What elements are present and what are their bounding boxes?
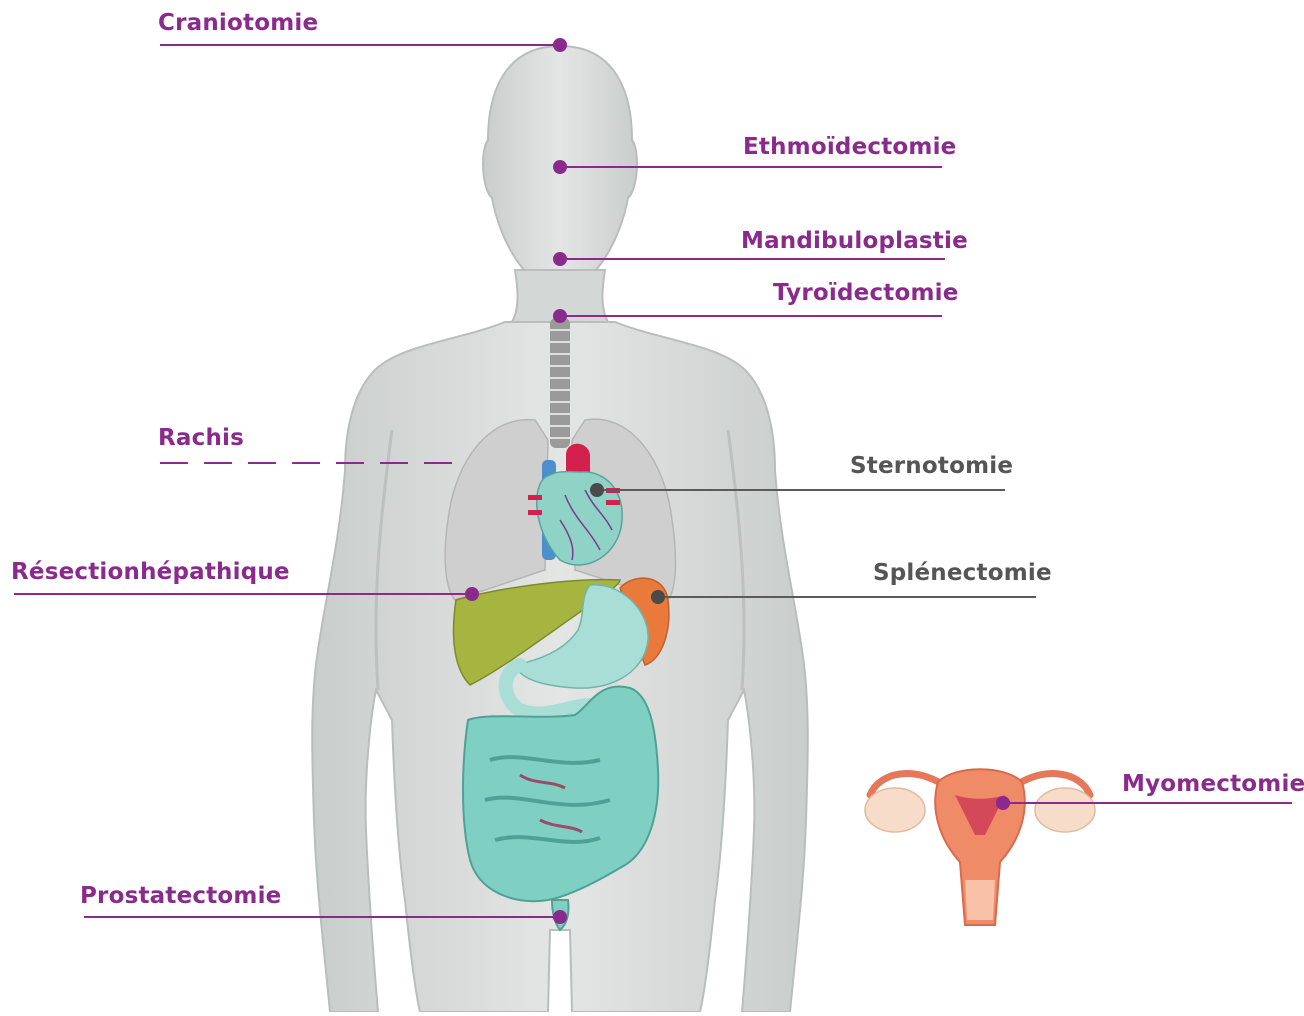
- label-sternotomie: Sternotomie: [850, 455, 1013, 478]
- label-rachis: Rachis: [158, 427, 244, 450]
- ethmoidectomie-marker: [553, 160, 567, 174]
- uterus-illustration: [865, 769, 1095, 925]
- craniotomie-marker: [553, 38, 567, 52]
- label-craniotomie: Craniotomie: [158, 12, 318, 35]
- left-ovary: [865, 788, 925, 832]
- sternotomie-marker: [590, 483, 604, 497]
- label-ethmoidectomie: Ethmoïdectomie: [743, 136, 956, 159]
- cervix: [965, 880, 995, 920]
- label-resection-hepatique: Résectionhépathique: [11, 561, 290, 584]
- tyroidectomie-marker: [553, 309, 567, 323]
- label-splenectomie: Splénectomie: [873, 562, 1052, 585]
- trachea: [550, 318, 570, 448]
- right-ovary: [1035, 788, 1095, 832]
- myomectomie-marker: [996, 796, 1010, 810]
- resection-hepatique-marker: [465, 587, 479, 601]
- label-myomectomie: Myomectomie: [1122, 773, 1304, 796]
- label-mandibuloplastie: Mandibuloplastie: [741, 230, 968, 253]
- splenectomie-marker: [651, 590, 665, 604]
- label-prostatectomie: Prostatectomie: [80, 885, 281, 908]
- prostatectomie-marker: [553, 910, 567, 924]
- mandibuloplastie-marker: [553, 252, 567, 266]
- label-tyroidectomie: Tyroïdectomie: [773, 282, 959, 305]
